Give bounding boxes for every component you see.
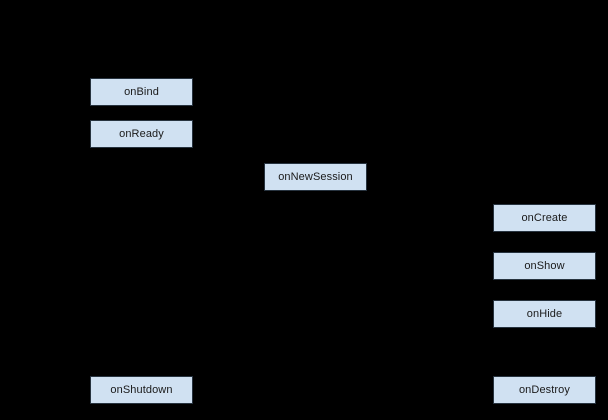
node-on-shutdown[interactable]: onShutdown: [90, 376, 193, 404]
node-label-on-ready: onReady: [119, 127, 164, 140]
node-label-on-new-session: onNewSession: [278, 170, 353, 183]
node-on-create[interactable]: onCreate: [493, 204, 596, 232]
node-label-on-shutdown: onShutdown: [110, 383, 173, 396]
node-label-on-destroy: onDestroy: [518, 383, 571, 396]
node-label-on-show: onShow: [524, 259, 565, 272]
node-on-show[interactable]: onShow: [493, 252, 596, 280]
node-on-ready[interactable]: onReady: [90, 120, 193, 148]
node-on-destroy[interactable]: onDestroy: [493, 376, 596, 404]
node-on-bind[interactable]: onBind: [90, 78, 193, 106]
node-label-on-create: onCreate: [521, 211, 568, 224]
node-label-on-bind: onBind: [124, 85, 159, 98]
node-on-hide[interactable]: onHide: [493, 300, 596, 328]
node-label-on-hide: onHide: [526, 307, 563, 320]
node-on-new-session[interactable]: onNewSession: [264, 163, 367, 191]
